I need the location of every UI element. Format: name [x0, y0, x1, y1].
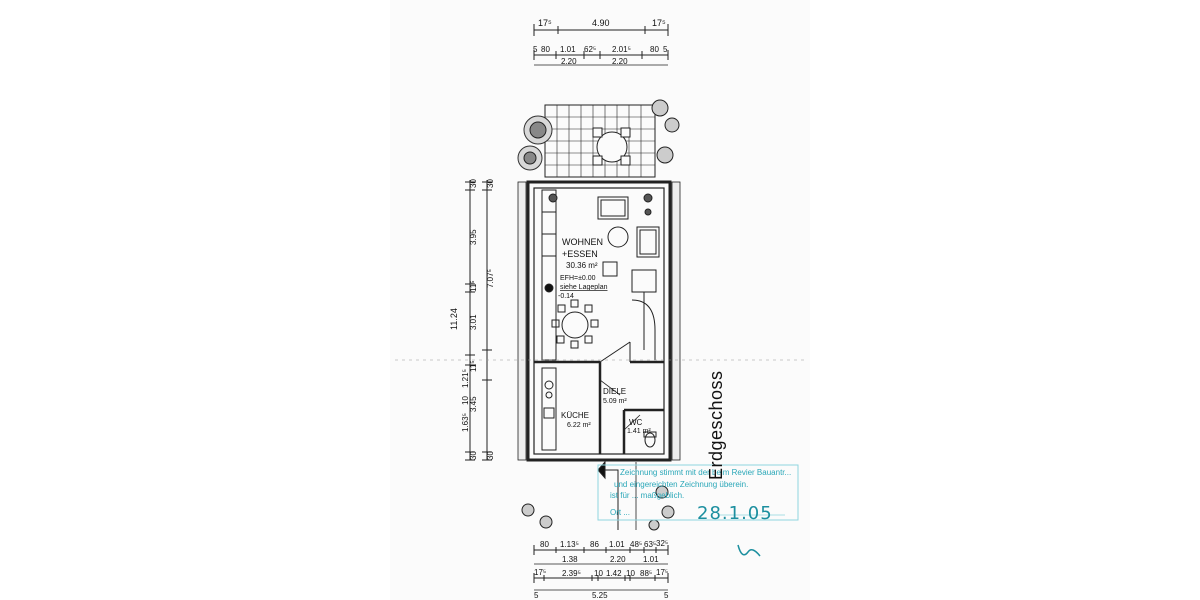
level-note-value: -0.14 [558, 293, 574, 300]
dim-bottom1: 1.13⁵ [560, 540, 579, 549]
dim-left1: 3.45 [469, 396, 478, 412]
dim-bottom2: 1.01 [643, 555, 659, 564]
room-area-wohnen: 30.36 m² [566, 261, 598, 270]
tree-icon [651, 99, 680, 164]
dim-left2: 10 [461, 396, 470, 405]
dining-table [561, 311, 589, 339]
dim-bottom3: 1.42 [606, 569, 622, 578]
dim-top2: 5 [663, 45, 668, 54]
dim-left1: 3.95 [469, 229, 478, 245]
dim-left1: 30 [469, 179, 478, 188]
dim-bottom1: 63⁵ [644, 540, 656, 549]
dim-bottom4: 5 [664, 591, 669, 600]
stamp-line-2: und eingereichten Zeichnung überein. [614, 480, 749, 489]
room-label-kueche: KÜCHE [561, 411, 589, 420]
approval-stamp [597, 464, 799, 521]
stamp-line-4: Ort ... [610, 508, 630, 517]
room-label-diele: DIELE [603, 387, 626, 396]
dim-bottom4: 5.25 [592, 591, 608, 600]
room-area-kueche: 6.22 m² [567, 422, 591, 429]
dim-top3: 2.20 [612, 57, 628, 66]
dim-bottom2: 1.38 [562, 555, 578, 564]
dim-bottom3: 10 [594, 569, 603, 578]
dim-top3: 2.20 [561, 57, 577, 66]
dim-bottom3: 17⁵ [534, 568, 546, 577]
dim-bottom3: 2.39⁵ [562, 569, 581, 578]
handwritten-signature [737, 544, 761, 557]
dim-left2: 7.07⁵ [486, 269, 495, 288]
stairs [631, 269, 657, 293]
handwritten-date: 28.1.05 [697, 503, 773, 524]
dim-bottom1: 32⁵ [656, 539, 668, 548]
dim-left2: 30 [486, 451, 495, 460]
stamp-line-1: Zeichnung stimmt mit der beim Revier Bau… [620, 468, 792, 477]
dim-bottom2: 2.20 [610, 555, 626, 564]
dim-top2: 80 [650, 45, 659, 54]
dim-top2: 62⁵ [584, 45, 596, 54]
kitchen-counter [541, 367, 557, 451]
stamp-line-3: ist für ... maßgeblich. [610, 491, 685, 500]
floor-label: Erdgeschoss [706, 370, 726, 480]
level-note-lageplan: siehe Lageplan [560, 284, 608, 291]
dim-bottom4: 5 [534, 591, 539, 600]
room-label-wohnen: WOHNEN [562, 237, 603, 247]
dim-bottom3: 88⁵ [640, 569, 652, 578]
level-note-efh: EFH=±0.00 [560, 275, 596, 282]
room-area-diele: 5.09 m² [603, 398, 627, 405]
dim-top1-b: 4.90 [592, 18, 610, 28]
dim-total-left: 11.24 [449, 308, 459, 330]
dim-bottom1: 1.01 [609, 540, 625, 549]
dim-top2: 1.01 [560, 45, 576, 54]
dim-bottom1: 48⁵ [630, 540, 642, 549]
dim-top1-c: 17⁵ [652, 18, 666, 28]
tree-icon [523, 115, 553, 145]
dim-top1-a: 17⁵ [538, 18, 552, 28]
drawing-sheet [390, 0, 810, 600]
room-label-wc: WC [629, 418, 643, 427]
tree-icon [517, 145, 543, 171]
sofa [597, 196, 629, 220]
dim-left2: 1.63⁵ [461, 413, 470, 432]
terrace-table [596, 131, 628, 163]
dim-bottom3: 10 [626, 569, 635, 578]
dim-top2: 5 [533, 45, 538, 54]
dim-left1: 30 [469, 451, 478, 460]
dim-left2: 1.21⁵ [461, 369, 470, 388]
dim-top2: 80 [541, 45, 550, 54]
dim-top2: 2.01⁵ [612, 45, 631, 54]
dim-bottom1: 86 [590, 540, 599, 549]
dim-bottom1: 80 [540, 540, 549, 549]
room-label-essen: +ESSEN [562, 249, 598, 259]
dim-left2: 30 [486, 179, 495, 188]
dim-left1: 11⁵ [469, 360, 478, 372]
dim-bottom3: 17⁵ [656, 568, 668, 577]
exterior-wall [526, 180, 672, 462]
dim-left1: 3.01 [469, 314, 478, 330]
dim-left1: 11⁵ [469, 280, 478, 292]
level-marker-icon [544, 283, 554, 293]
room-area-wc: 1.41 m² [627, 428, 651, 435]
